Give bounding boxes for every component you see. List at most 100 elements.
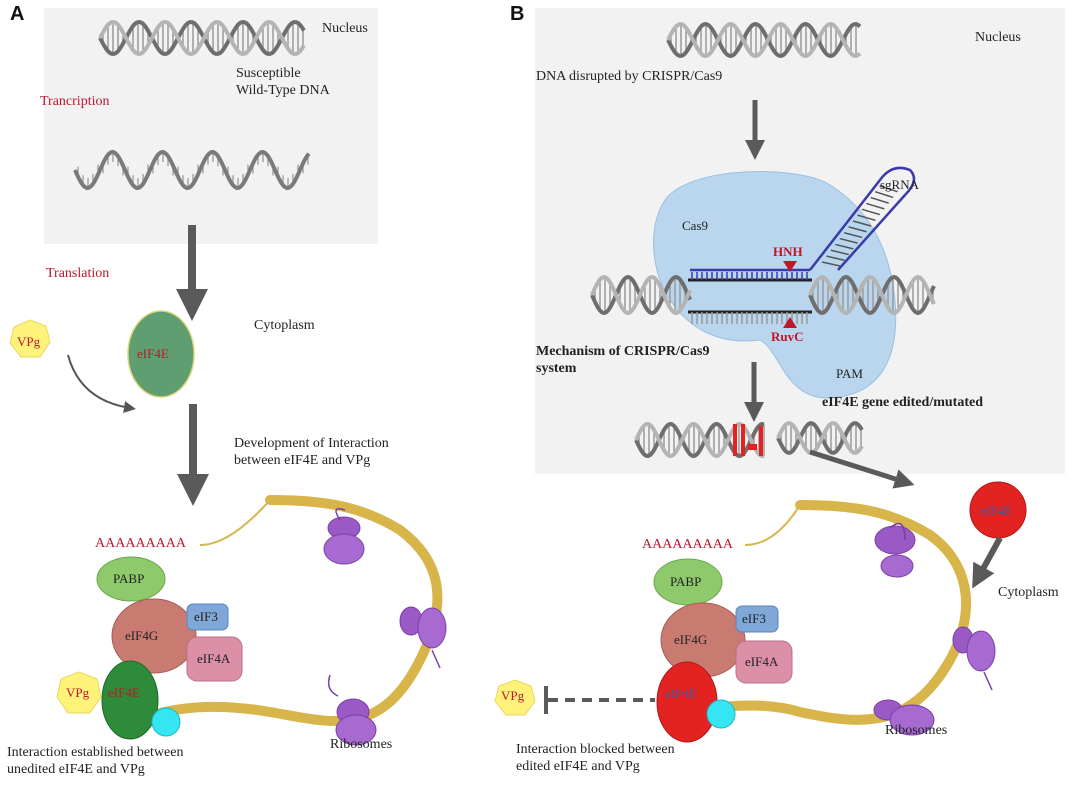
eif4g-label-b: eIF4G [674, 632, 708, 647]
eif4e-bound-b [656, 661, 718, 743]
sgrna-base [870, 196, 889, 204]
panel-letter-a: A [10, 3, 25, 25]
dna-strand [590, 274, 692, 316]
translation-label: Translation [46, 266, 110, 281]
edited-red-marks [733, 424, 763, 456]
development-label: Development of Interaction between eIF4E… [234, 436, 389, 468]
vpg-binding-arrow-a [67, 354, 136, 413]
dna-in-cas9 [590, 272, 936, 324]
sgrna-base [839, 237, 858, 244]
dna-strand [98, 20, 306, 56]
dna-label-a: Susceptible Wild-Type DNA [236, 66, 330, 98]
eif4g-protein-a [111, 598, 197, 674]
eif4e-bound-label-b: eIF4E [665, 686, 697, 701]
sgrna-base [826, 255, 845, 262]
ruvc-label: RuvC [771, 329, 804, 344]
dna-small-fragment-b [776, 421, 864, 455]
hnh-cut-marker [783, 261, 797, 272]
rna-backbone [73, 149, 311, 191]
panel-letter-b: B [510, 3, 525, 25]
dna-strand [666, 21, 862, 59]
ribosome-a-1 [323, 508, 365, 565]
polya-label-b: AAAAAAAAA [642, 537, 733, 552]
polya-tail-line-a [199, 499, 271, 546]
vpg-protein-a [9, 319, 51, 358]
pabp-label-a: PABP [113, 571, 145, 586]
eif4e-bound-a [101, 660, 159, 740]
dna-strand [808, 274, 936, 316]
vpg-blocked-b [494, 679, 536, 716]
sgrna-base [857, 214, 876, 222]
dna-strand [776, 421, 864, 455]
ribosome-b-3 [873, 699, 935, 736]
nucleus-label-a: Nucleus [322, 21, 368, 36]
ribosome-a-2 [399, 606, 447, 669]
ribosomes-label-b: Ribosomes [885, 723, 948, 738]
cap-circle-b [706, 699, 736, 729]
caption-a: Interaction established between unedited… [7, 745, 184, 777]
pam-label: PAM [836, 366, 863, 381]
sgrna-base [861, 208, 881, 216]
mrna-strand-a [73, 149, 311, 191]
sgrna-base [843, 231, 863, 239]
sgrna-base [821, 261, 841, 267]
eif4a-protein-b [735, 640, 793, 684]
ribosome-b-2 [952, 626, 996, 691]
eif3-label-b: eIF3 [742, 611, 766, 626]
dna-disrupted-label: DNA disrupted by CRISPR/Cas9 [536, 69, 723, 84]
sgrna-label: sgRNA [880, 177, 920, 192]
sgrna-hairpin [690, 166, 916, 272]
vpg-bound-a [56, 671, 102, 714]
eif3-protein-b [735, 605, 779, 633]
caption-b: Interaction blocked between edited eIF4E… [516, 742, 675, 774]
sgrna-base [830, 249, 850, 256]
dna-strand [98, 20, 306, 56]
sgrna-base [874, 190, 894, 199]
eif4e-bound-label-a: eIF4E [108, 685, 140, 700]
vpg-label-a: VPg [17, 334, 41, 349]
sgrna-base [866, 202, 885, 210]
nucleus-label-b: Nucleus [975, 30, 1021, 45]
dna-helix-b [666, 21, 862, 59]
ruvc-cut-marker [783, 317, 797, 328]
dna-strand [808, 274, 936, 316]
eif4a-label-b: eIF4A [745, 654, 779, 669]
pabp-label-b: PABP [670, 574, 702, 589]
mrna-loop-a [145, 495, 443, 727]
eif4a-label-a: eIF4A [197, 651, 231, 666]
sgrna-base [835, 243, 854, 250]
cap-circle-a [151, 707, 181, 737]
eif4e-top-label-b: eIF4E [980, 503, 1012, 518]
sgrna-base [848, 226, 867, 233]
eif3-label-a: eIF3 [194, 609, 218, 624]
vpg-blocked-label-b: VPg [501, 688, 525, 703]
hnh-label: HNH [773, 244, 803, 259]
ribosome-b-1 [874, 522, 916, 578]
cas9-label: Cas9 [682, 218, 708, 233]
eif4e-protein-a [127, 310, 195, 398]
transcription-label: Trancription [40, 94, 110, 109]
polya-tail-line-b [744, 504, 801, 546]
sgrna-base [879, 185, 898, 193]
export-arrow-b [809, 449, 915, 489]
nucleus-box-a [44, 8, 378, 244]
mechanism-label: Mechanism of CRISPR/Cas9 system [536, 344, 710, 376]
dna-strand [666, 21, 862, 59]
eif4a-protein-a [186, 636, 243, 682]
mrna-loop-b [695, 500, 972, 725]
eif3-protein-a [186, 603, 229, 631]
dna-strand [776, 421, 864, 455]
pabp-protein-a [96, 556, 166, 602]
ribosomes-label-a: Ribosomes [330, 737, 393, 752]
eif4e-label-a: eIF4E [137, 346, 169, 361]
vpg-bound-label-a: VPg [66, 685, 90, 700]
ribosome-a-3 [327, 674, 377, 746]
cytoplasm-label-b: Cytoplasm [998, 585, 1059, 600]
cytoplasm-label-a: Cytoplasm [254, 318, 315, 333]
sgrna-base [852, 220, 872, 227]
cytoplasm-arrow-b [972, 536, 1003, 589]
polya-label-a: AAAAAAAAA [95, 536, 186, 551]
eif4g-label-a: eIF4G [125, 628, 159, 643]
edited-label: eIF4E gene edited/mutated [822, 395, 983, 410]
